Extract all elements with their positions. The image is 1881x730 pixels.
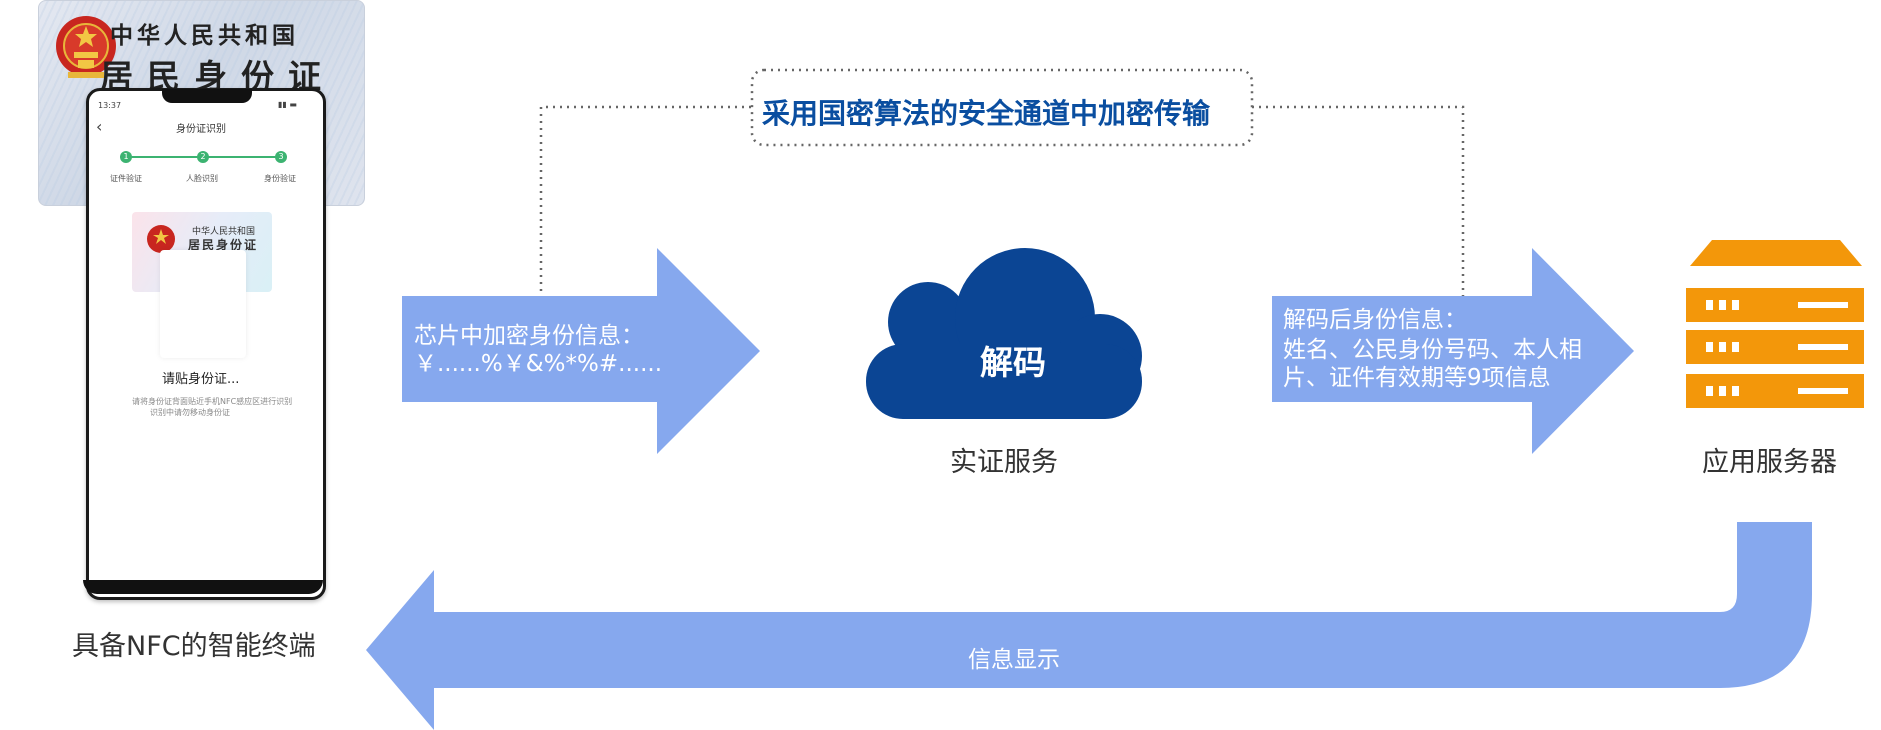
- server-label: 应用服务器: [1702, 447, 1837, 478]
- server-icon: [1686, 240, 1864, 408]
- national-emblem-icon: [56, 16, 116, 78]
- step-dot-3: 3: [275, 151, 287, 163]
- terminal-label: 具备NFC的智能终端: [72, 631, 316, 662]
- back-icon[interactable]: ‹: [96, 117, 103, 136]
- banner-box: [750, 68, 1254, 147]
- step-label-1: 证件验证: [110, 174, 142, 183]
- step-connector: [130, 156, 206, 158]
- scan-prompt: 请贴身份证...: [162, 372, 240, 387]
- screen-title: 身份证识别: [176, 124, 226, 135]
- arrow-info-display: [366, 522, 1812, 730]
- phone-bottom-bezel: [83, 580, 323, 594]
- scan-hint-line2: 识别中请勿移动身份证: [150, 408, 230, 417]
- step-label-3: 身份验证: [264, 174, 296, 183]
- arrow-decoded-info: [1272, 248, 1634, 454]
- secure-channel-connector-right: [1252, 105, 1465, 298]
- decoded-info-title: 解码后身份信息：: [1283, 307, 1467, 333]
- arrow-encrypted-info: [402, 248, 760, 454]
- scan-hint-line1: 请将身份证背面贴近手机NFC感应区进行识别: [132, 397, 293, 406]
- mini-card-title: 居民身份证: [188, 238, 259, 252]
- phone-notch: [162, 89, 252, 103]
- status-time: 13:37: [98, 101, 122, 110]
- encrypted-info-sample: ￥......%￥&%*%#......: [414, 351, 663, 377]
- mini-emblem-icon: [147, 225, 175, 253]
- decoded-info-line2: 姓名、公民身份号码、本人相: [1283, 337, 1582, 363]
- mini-card-country: 中华人民共和国: [192, 227, 256, 237]
- secure-channel-banner: 采用国密算法的安全通道中加密传输: [762, 97, 1211, 130]
- id-card-country: 中华人民共和国: [110, 22, 299, 49]
- decoded-info-line3: 片、证件有效期等9项信息: [1283, 365, 1551, 391]
- info-display-label: 信息显示: [968, 647, 1060, 673]
- step-label-2: 人脸识别: [186, 174, 218, 183]
- cloud-icon: [866, 248, 1142, 419]
- step-dot-1: 1: [120, 151, 132, 163]
- status-icons: ▮▮ ▬: [278, 100, 297, 109]
- service-label: 实证服务: [950, 447, 1058, 478]
- secure-channel-connector: [539, 105, 752, 298]
- step-connector: [206, 156, 282, 158]
- scan-overlay: [160, 250, 246, 358]
- step-dot-2: 2: [197, 151, 209, 163]
- cloud-decode-text: 解码: [980, 343, 1046, 382]
- encrypted-info-title: 芯片中加密身份信息：: [414, 323, 644, 349]
